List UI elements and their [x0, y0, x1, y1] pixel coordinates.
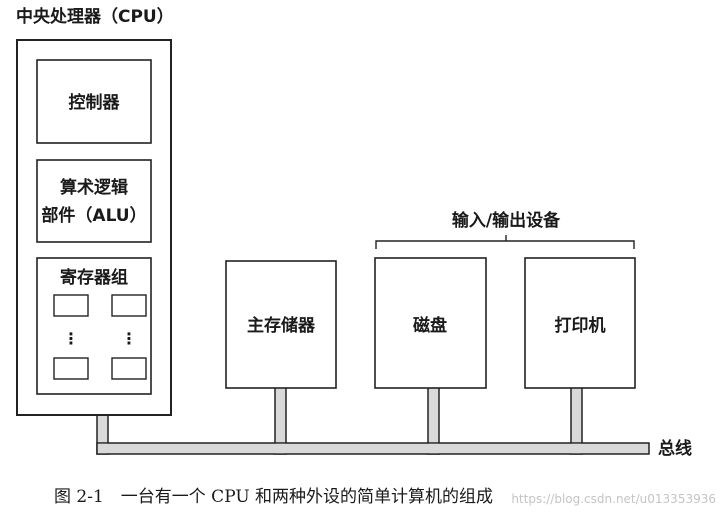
io-group-label: 输入/输出设备 — [452, 210, 561, 231]
register-slot — [111, 294, 147, 317]
register-ellipsis: ⋮ — [63, 329, 79, 348]
register-file-label: 寄存器组 — [60, 267, 128, 288]
control-unit-box — [36, 59, 152, 144]
register-slot — [111, 357, 147, 380]
bus-label: 总线 — [658, 438, 692, 459]
register-ellipsis: ⋮ — [121, 329, 137, 348]
alu-label-line2: 部件（ALU） — [41, 205, 146, 226]
alu-box — [36, 159, 152, 243]
register-slot — [53, 294, 89, 317]
system-bus — [96, 442, 650, 455]
cpu-title: 中央处理器（CPU） — [16, 6, 174, 27]
printer-box — [524, 257, 636, 389]
main-memory-box — [225, 260, 337, 389]
register-slot — [53, 357, 89, 380]
control-unit-label: 控制器 — [69, 92, 121, 113]
figure-caption: 图 2-1 一台有一个 CPU 和两种外设的简单计算机的组成 — [54, 487, 493, 507]
disk-label: 磁盘 — [413, 315, 447, 336]
main-memory-label: 主存储器 — [247, 315, 316, 336]
io-group-brace — [375, 235, 635, 249]
alu-label-line1: 算术逻辑 — [59, 177, 128, 198]
watermark-url: https://blog.csdn.net/u013353936 — [511, 492, 716, 506]
printer-label: 打印机 — [555, 315, 606, 336]
disk-box — [374, 257, 487, 389]
